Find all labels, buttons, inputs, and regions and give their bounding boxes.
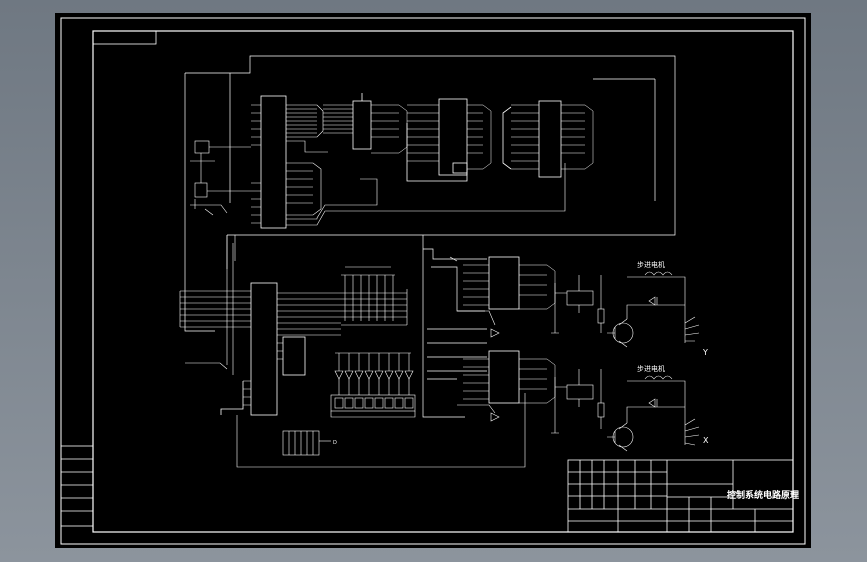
memory-chip-2 bbox=[406, 98, 492, 182]
led-display-icon bbox=[330, 394, 416, 418]
optocoupler-upper bbox=[566, 290, 594, 306]
memory-chip-3 bbox=[502, 78, 655, 178]
upper-bus bbox=[184, 55, 676, 332]
resistor-network bbox=[341, 266, 408, 326]
diode-icon bbox=[648, 398, 658, 408]
y-axis-label: Y bbox=[702, 348, 708, 357]
outer-border bbox=[60, 17, 806, 545]
lower-driver-stage: 步进电机 X bbox=[551, 364, 709, 452]
motor-coil-lower bbox=[644, 375, 673, 380]
inner-border bbox=[92, 30, 794, 533]
motor-coil-upper bbox=[644, 271, 673, 276]
drawing-title: 控制系统电路原理 bbox=[727, 489, 799, 501]
corner-tag bbox=[92, 30, 157, 45]
driver-chip-lower bbox=[457, 350, 556, 422]
driver-bus bbox=[422, 235, 487, 418]
upper-motor-label: 步进电机 bbox=[637, 260, 665, 269]
schematic-drawing: D bbox=[60, 17, 806, 545]
buffer-row bbox=[334, 352, 414, 395]
optocoupler-lower bbox=[566, 384, 594, 400]
title-block: 控制系统电路原理 bbox=[567, 459, 799, 533]
connector-label: D bbox=[333, 440, 337, 446]
cpu-data-bus bbox=[226, 104, 566, 269]
io-chip bbox=[220, 282, 341, 416]
latch-chip-1 bbox=[323, 93, 408, 154]
driver-chip-upper bbox=[457, 256, 556, 338]
diode-icon bbox=[648, 296, 658, 306]
lower-motor-label: 步进电机 bbox=[637, 364, 665, 373]
x-axis-label: X bbox=[703, 436, 709, 445]
lower-bus bbox=[179, 235, 251, 375]
keypad-connector: D bbox=[236, 393, 526, 468]
reset-circuit bbox=[190, 140, 251, 216]
drawing-sheet: D bbox=[55, 13, 811, 548]
transistor-icon bbox=[612, 426, 634, 448]
revision-block bbox=[60, 445, 94, 527]
resistor-icon bbox=[597, 308, 605, 324]
resistor-icon bbox=[597, 402, 605, 418]
transistor-icon bbox=[612, 322, 634, 344]
upper-driver-stage: 步进电机 Y bbox=[551, 260, 708, 357]
cpu-chip bbox=[251, 95, 287, 229]
